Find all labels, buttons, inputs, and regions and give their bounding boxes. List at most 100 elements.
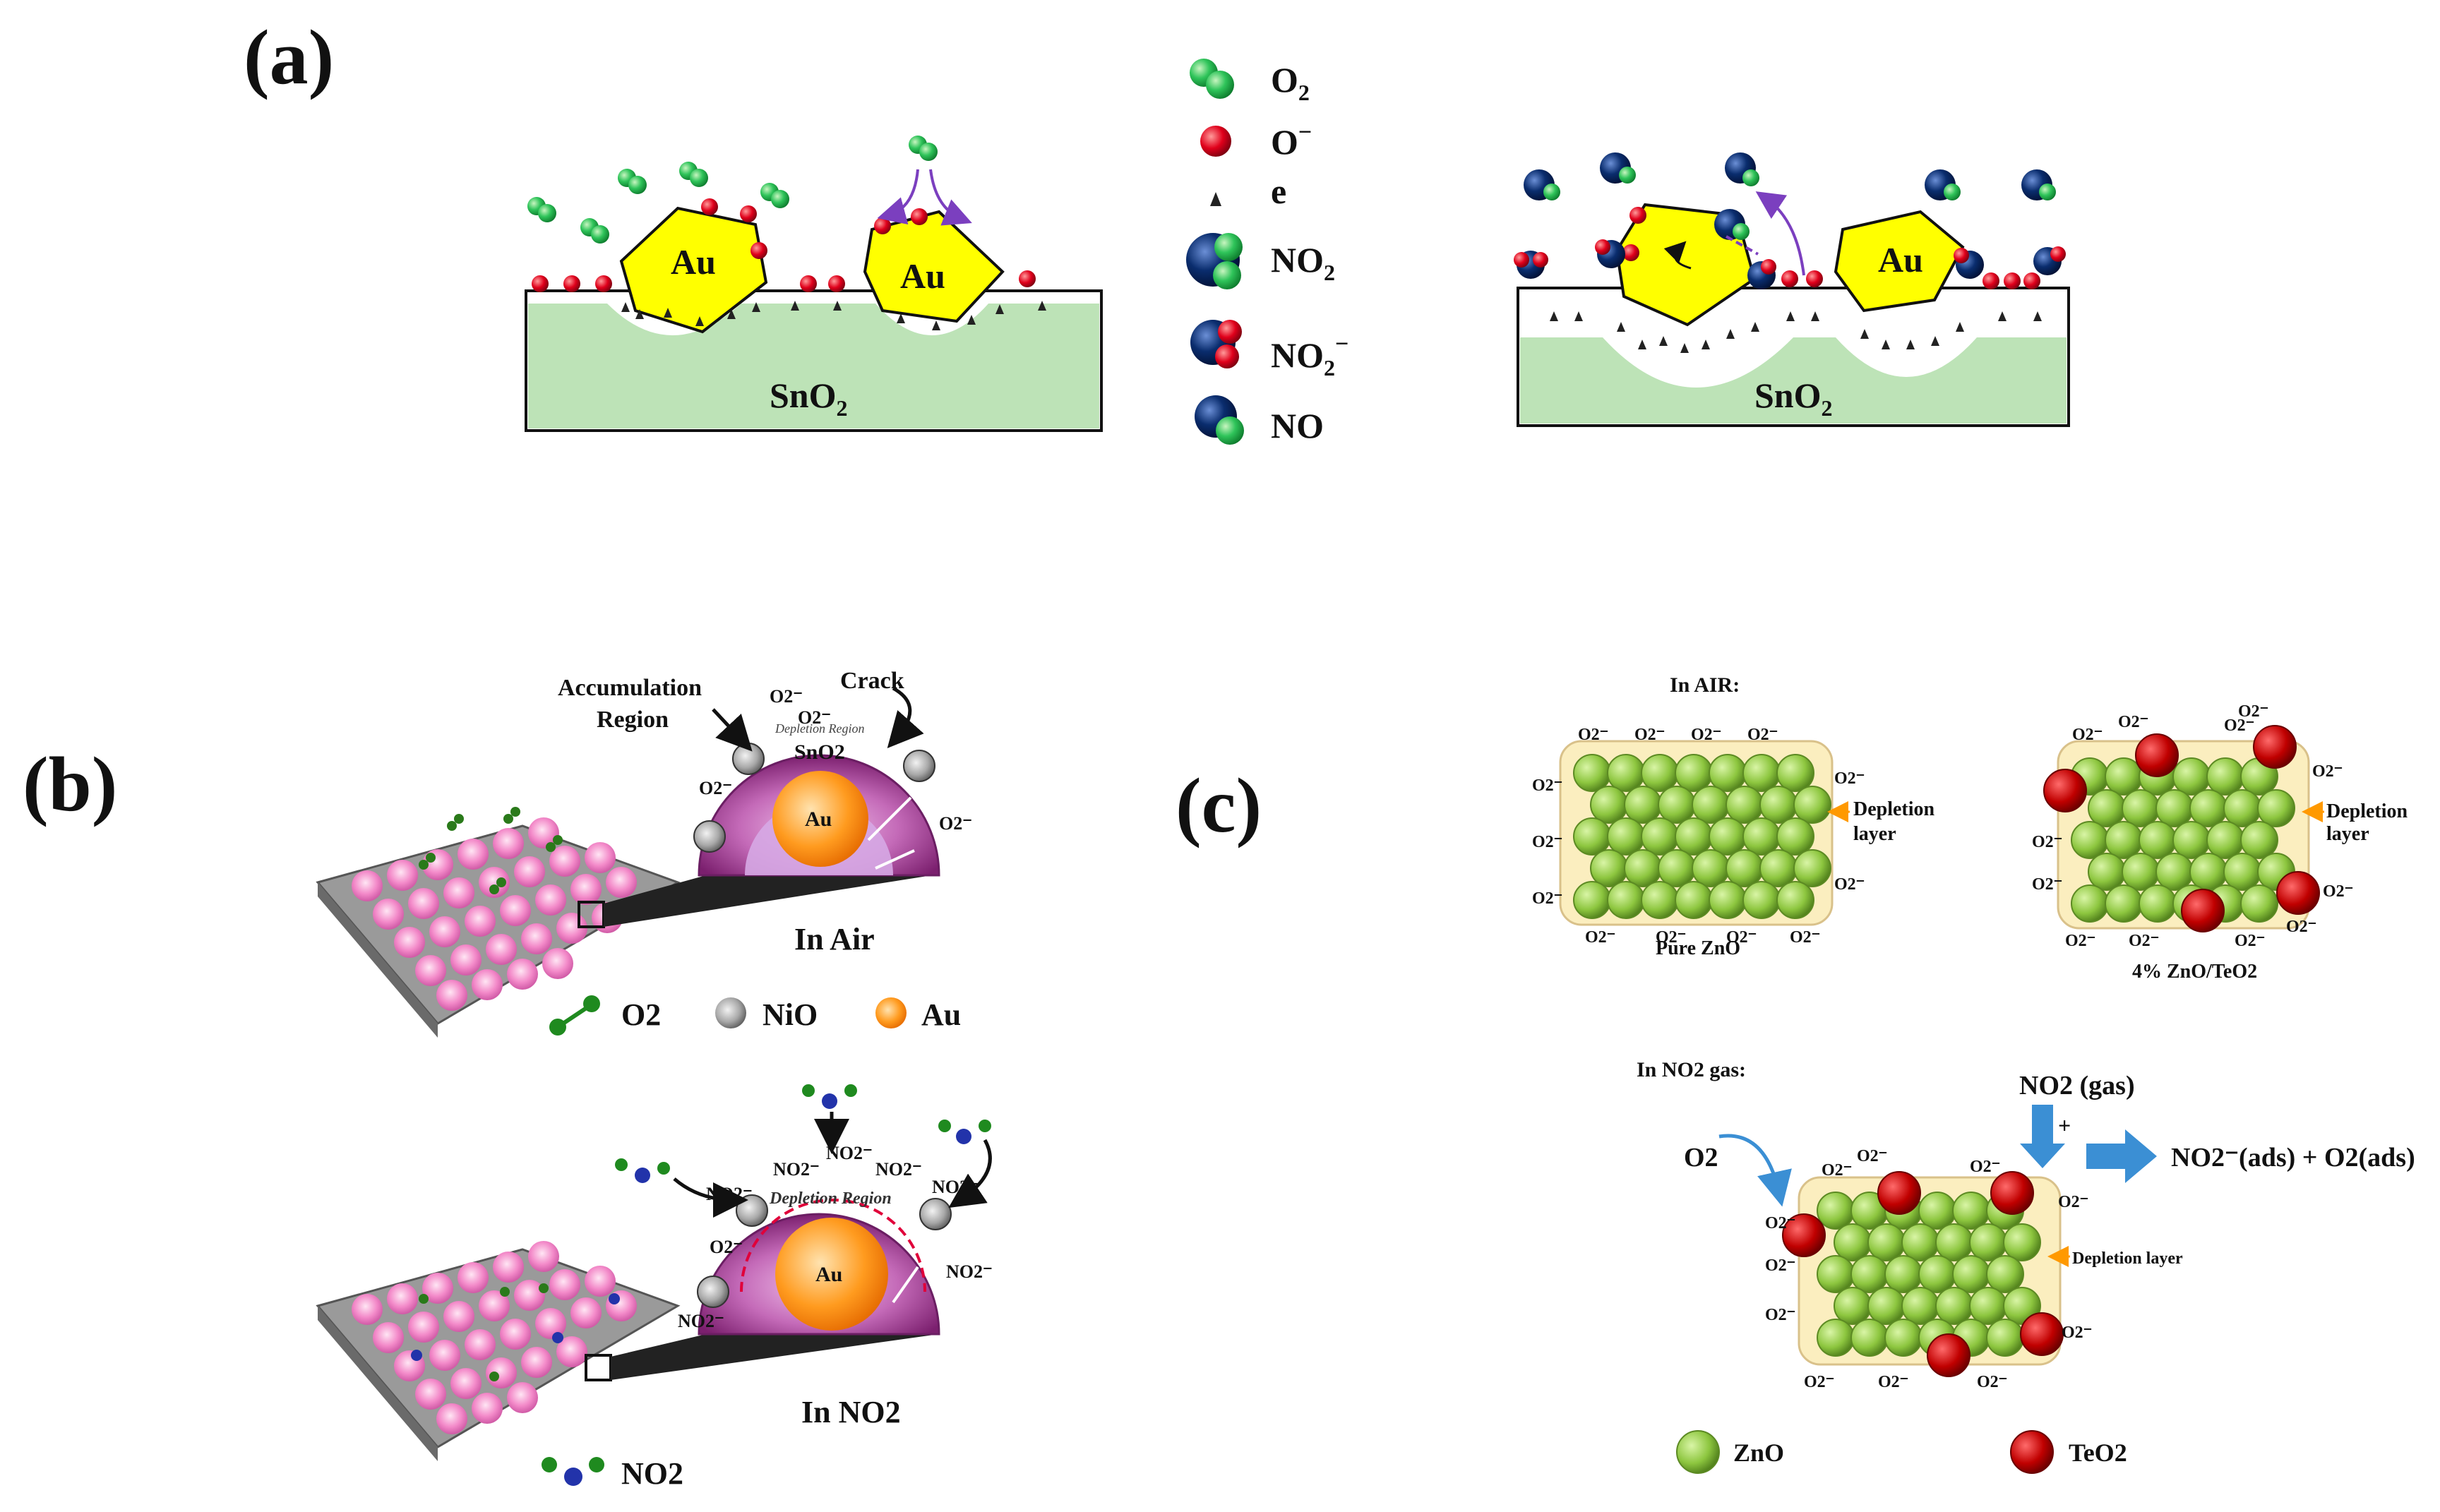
zno-grain	[1624, 786, 1662, 824]
zno-grain	[1573, 881, 1611, 919]
zno-grain	[1726, 849, 1764, 887]
c1-o2-top-4: O2⁻	[1747, 726, 1778, 744]
zno-grain	[2172, 821, 2211, 859]
c2-o2-left-1: O2⁻	[2032, 833, 2062, 851]
zno-grain	[2206, 757, 2244, 796]
b-no2-minus-7: NO2⁻	[678, 1311, 724, 1331]
no2-legend-icon-b	[542, 1457, 604, 1486]
zno-grain	[2122, 789, 2160, 827]
zno-grain	[2139, 821, 2177, 859]
adsorption-arrow-right	[929, 169, 972, 226]
no-legend-icon	[1195, 395, 1244, 445]
composite-block: 4% ZnO/TeO2 Depletion layer O2⁻ O2⁻ O2⁻ …	[2032, 702, 2408, 983]
zno-grain	[1793, 786, 1831, 824]
b-in-air-label: In Air	[794, 922, 875, 956]
zno-grain	[2071, 884, 2109, 923]
zno-grain	[1675, 881, 1713, 919]
zno-grain	[1641, 881, 1679, 919]
pure-zno-label: Pure ZnO	[1656, 937, 1740, 959]
zno-grain	[2223, 853, 2261, 891]
sno2-label-left: SnO2	[770, 376, 848, 421]
zno-grain	[1935, 1287, 1973, 1325]
zno-grain	[2122, 853, 2160, 891]
b-in-no2-label: In NO2	[801, 1395, 901, 1429]
zno-grain	[1850, 1255, 1889, 1293]
no2-legend-icon	[1186, 233, 1243, 289]
composite-label: 4% ZnO/TeO2	[2132, 961, 2257, 983]
zno-grain	[1776, 817, 1814, 856]
zno-grain	[1709, 817, 1747, 856]
c2-o2-bot-1: O2⁻	[2065, 932, 2095, 950]
zno-grain	[1709, 754, 1747, 792]
panel-b: (b)	[23, 668, 993, 1491]
c-layer-2: layer	[2326, 823, 2369, 845]
zno-grain	[1709, 881, 1747, 919]
b-air-film	[316, 807, 932, 1038]
o-minus-row-right	[1622, 207, 2040, 289]
zno-grain	[1776, 754, 1814, 792]
au-label-right: Au	[1878, 240, 1923, 280]
c1-o2-left-1: O2⁻	[1532, 776, 1562, 795]
c1-o2-top-1: O2⁻	[1578, 726, 1608, 744]
panel-a-air-scheme: Au Au SnO2	[525, 136, 1103, 432]
b-air-o2-minus-4: O2⁻	[939, 813, 972, 834]
no2-minus-adsorbed-right	[1514, 239, 2066, 289]
zno-grain	[1590, 849, 1628, 887]
zno-grain	[2003, 1223, 2041, 1261]
zno-grain	[1867, 1223, 1906, 1261]
c2-o2-top-2: O2⁻	[2118, 713, 2148, 731]
region-label: Region	[597, 707, 669, 733]
b-legend-no2-text: NO2	[621, 1456, 683, 1491]
zno-grain	[2088, 789, 2126, 827]
pure-zno-block: Pure ZnO Depletion layer O2⁻ O2⁻ O2⁻ O2⁻…	[1532, 726, 1935, 959]
zno-grain	[1918, 1255, 1956, 1293]
zno-grain	[1692, 849, 1730, 887]
zno-grain	[2189, 853, 2227, 891]
zno-grain	[2139, 884, 2177, 923]
c1-o2-left-2: O2⁻	[1532, 833, 1562, 851]
b-legend-nio-text: NiO	[762, 997, 818, 1032]
legend-e-text: e	[1271, 172, 1286, 211]
zno-grain	[1986, 1319, 2024, 1357]
b-air-o2-minus-1: O2⁻	[770, 686, 803, 707]
c2-o2-bot-4: O2⁻	[2286, 918, 2316, 936]
zno-grain	[1641, 817, 1679, 856]
c2-o2-right-2: O2⁻	[2323, 882, 2353, 901]
o-minus-row-left	[532, 198, 1036, 292]
zno-grain	[1742, 817, 1781, 856]
zno-grain	[1884, 1319, 1922, 1357]
c3-o2-bot-3: O2⁻	[1977, 1373, 2007, 1391]
c-layer-1: layer	[1853, 823, 1896, 845]
zno-grain	[1675, 754, 1713, 792]
zno-grain	[2155, 789, 2194, 827]
zno-grain	[1624, 849, 1662, 887]
c1-o2-top-2: O2⁻	[1634, 726, 1665, 744]
zno-grain	[2105, 821, 2143, 859]
o2-curved-arrow	[1718, 1134, 1792, 1207]
c2-o2-bot-2: O2⁻	[2129, 932, 2159, 950]
zno-grain	[1969, 1223, 2007, 1261]
nio-legend-icon	[715, 997, 746, 1028]
c-no2-gas-label: NO2 (gas)	[2019, 1071, 2135, 1100]
teo2-particles-1	[2043, 725, 2320, 932]
c3-o2-right-2: O2⁻	[2058, 1193, 2088, 1211]
zno-grain	[1986, 1255, 2024, 1293]
zno-grain	[1793, 849, 1831, 887]
sno2-bulk-right	[1520, 337, 2067, 424]
au-particle-left-1	[619, 206, 768, 334]
legend-no2-minus-text: NO2−	[1271, 331, 1348, 380]
zno-grain	[2088, 853, 2126, 891]
b-air-au-label: Au	[805, 808, 832, 831]
c3-o2-top-3: O2⁻	[1970, 1158, 2000, 1176]
c-depletion-2: Depletion	[2326, 800, 2408, 822]
zno-grain	[1817, 1319, 1855, 1357]
b-legend-o2-icon	[549, 995, 600, 1036]
zno-grain	[2172, 757, 2211, 796]
no2-molecules-right	[1524, 152, 2056, 240]
product-right-arrow	[2086, 1129, 2157, 1183]
zno-grain	[1573, 754, 1611, 792]
c2-o2-bot-3: O2⁻	[2235, 932, 2265, 950]
c3-o2-left-3: O2⁻	[1765, 1306, 1795, 1324]
zno-grain	[1658, 849, 1696, 887]
b-air-o2-minus-3: O2⁻	[699, 778, 732, 798]
